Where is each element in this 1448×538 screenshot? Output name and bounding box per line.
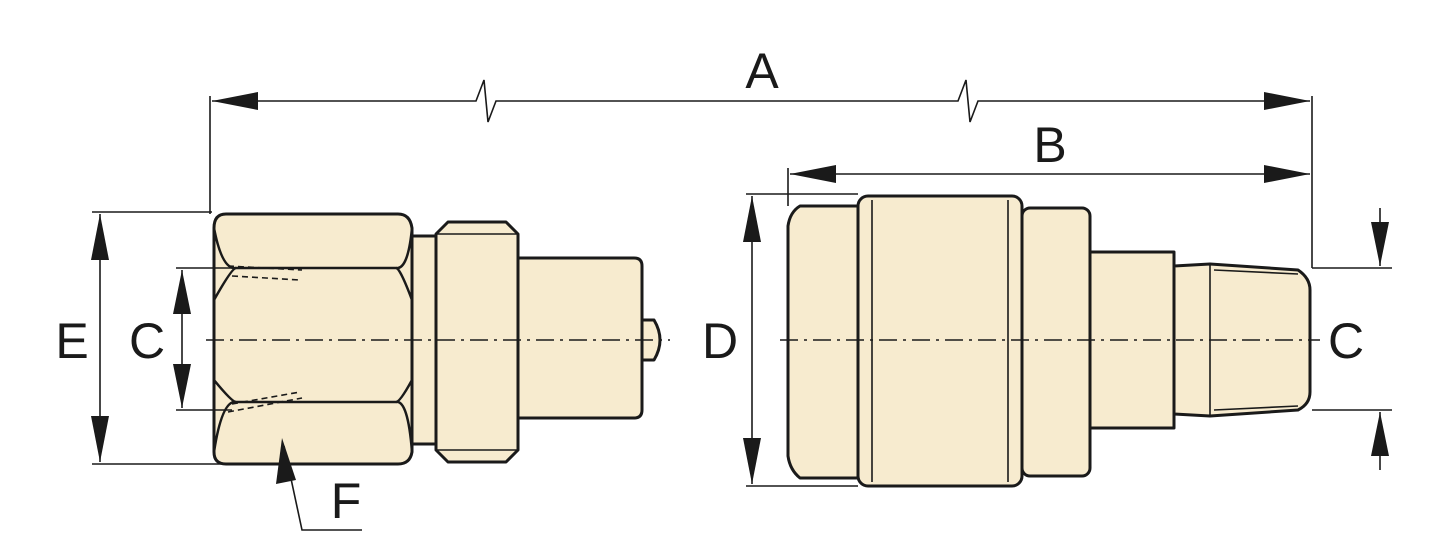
dimension-a: A [209,43,1313,268]
dimension-e: E [55,211,222,465]
coupler-body [1020,206,1092,478]
dimension-e-arrow-bottom [91,416,109,462]
dimension-e-label: E [55,313,88,369]
plug-nut-chamfer-lines [436,233,518,451]
plug-thread-hidden-lines [227,265,303,413]
dimension-a-line [212,79,1310,123]
dimension-c-left-arrow-top [173,270,191,314]
plug-part [212,212,662,466]
leader-f: F [276,438,362,531]
dimension-b: B [787,117,1310,206]
coupler-part [786,194,1312,488]
dimension-c-left: C [129,267,232,411]
plug-nut [434,220,520,464]
plug-shaft [516,256,644,420]
dimension-c-right-label: C [1328,313,1364,369]
dimension-e-arrow-top [91,214,109,260]
dimension-d: D [702,193,858,487]
coupler-sleeve-lines [871,200,1009,482]
plug-hex-facet-top [212,227,414,270]
leader-f-label: F [331,473,362,529]
dimension-b-arrow-left [790,165,836,183]
dimension-c-right-arrow-bottom [1371,412,1389,456]
dimension-a-arrow-right [1264,92,1310,110]
dimension-b-label: B [1033,117,1066,173]
plug-hex-facet-mid [212,266,414,404]
dimension-d-arrow-bottom [743,438,761,484]
plug-hex-facet-bottom [212,400,414,453]
dimension-c-right-arrow-top [1371,222,1389,266]
dimension-d-label: D [702,313,738,369]
plug-hex-body [212,212,414,466]
dimension-a-arrow-left [212,92,258,110]
dimension-a-label: A [745,43,779,99]
dimension-c-left-arrow-bottom [173,364,191,408]
coupler-left-collar [786,204,860,480]
dimension-c-left-label: C [129,313,165,369]
coupler-sleeve [856,194,1024,488]
dimension-c-right: C [1312,208,1392,470]
dimension-b-arrow-right [1264,165,1310,183]
dimension-d-arrow-top [743,196,761,242]
leader-f-arrow [276,438,296,484]
